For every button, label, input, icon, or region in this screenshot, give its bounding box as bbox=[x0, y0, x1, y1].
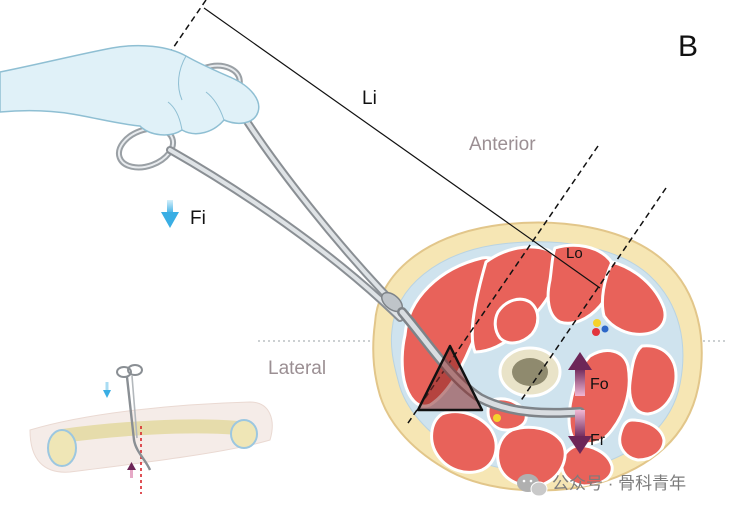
muscle-vastus-lateralis-inner bbox=[493, 297, 540, 345]
wechat-logo-icon bbox=[517, 474, 548, 497]
muscle-biceps-femoris bbox=[430, 410, 498, 474]
forceps-icon bbox=[115, 62, 585, 418]
muscle-rectus-femoris bbox=[546, 243, 616, 325]
femur-inset bbox=[29, 364, 273, 494]
label-lo: Lo bbox=[566, 245, 583, 262]
dashed-line-tip bbox=[519, 187, 667, 403]
li-length-line bbox=[203, 7, 601, 289]
label-fr: Fr bbox=[590, 432, 606, 449]
fr-arrow-icon bbox=[568, 410, 592, 454]
label-lateral: Lateral bbox=[268, 358, 326, 379]
fulcrum-triangle-icon bbox=[416, 344, 484, 412]
label-fo: Fo bbox=[590, 376, 609, 393]
fo-arrow-icon bbox=[568, 352, 592, 396]
muscle-sartorius bbox=[628, 344, 678, 416]
nerve-yellow bbox=[493, 414, 501, 422]
vessel-blue bbox=[601, 325, 609, 333]
vessel-yellow bbox=[593, 319, 601, 327]
watermark-text: 公众号 · 骨科青年 bbox=[552, 474, 686, 493]
muscle-gracilis bbox=[618, 418, 666, 462]
fi-arrow-icon bbox=[161, 200, 179, 228]
label-anterior: Anterior bbox=[469, 134, 536, 155]
label-li: Li bbox=[362, 88, 377, 109]
gloved-hand-icon bbox=[0, 44, 260, 136]
muscle-vastus-medialis bbox=[600, 260, 667, 336]
thigh-cross-section bbox=[372, 221, 703, 492]
vessel-red bbox=[592, 328, 600, 336]
label-fi: Fi bbox=[190, 208, 206, 229]
panel-letter: B bbox=[678, 30, 698, 63]
femur-bone bbox=[498, 346, 562, 398]
